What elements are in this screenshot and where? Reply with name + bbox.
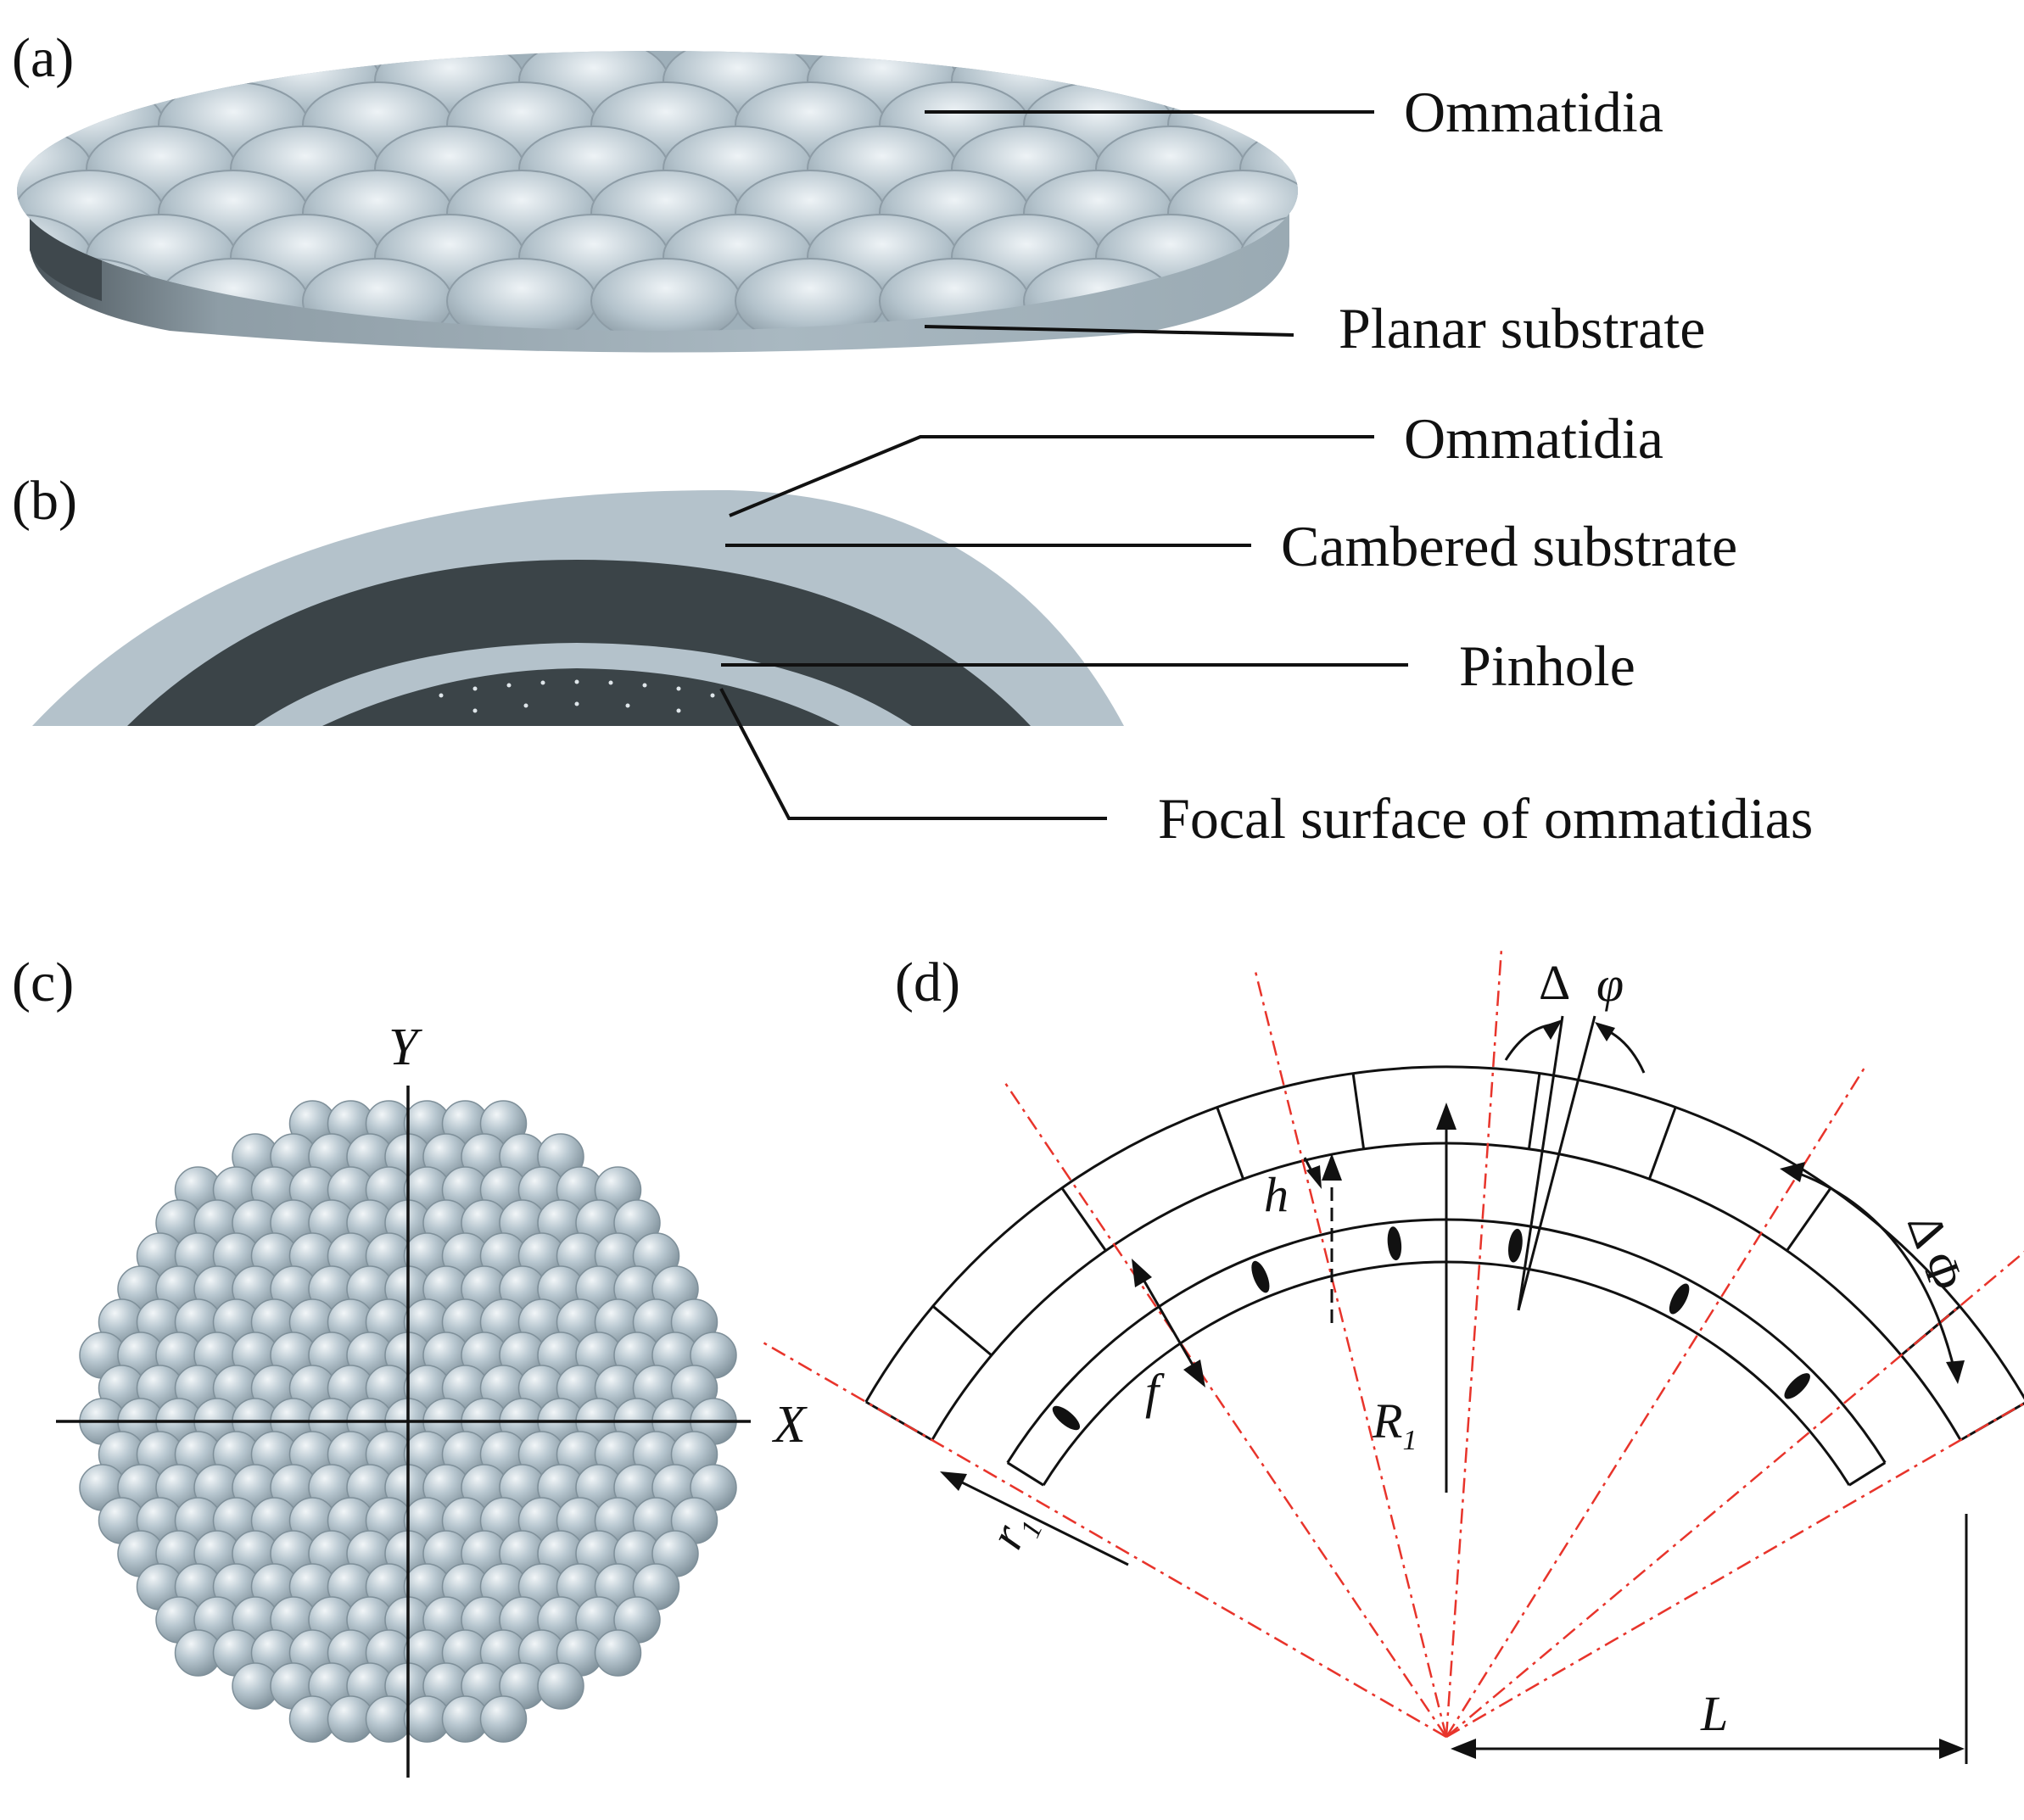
arrowhead bbox=[1322, 1153, 1342, 1181]
leader-line-focal-surface bbox=[719, 688, 1107, 820]
pinhole-mark bbox=[1669, 1283, 1690, 1315]
pinhole-layer-end-left bbox=[1006, 1461, 1044, 1487]
symbol-h: h bbox=[1264, 1167, 1289, 1222]
lens-unit bbox=[479, 1695, 528, 1743]
lens-boundary bbox=[1527, 1073, 1541, 1150]
ommatidium-dome bbox=[1456, 170, 1606, 255]
panel-label-b: (b) bbox=[12, 470, 77, 532]
callout-planar-substrate: Planar substrate bbox=[1339, 296, 1705, 360]
symbol-delta-big-phi: Δ Φ bbox=[1897, 1206, 1975, 1298]
arrowhead bbox=[940, 1471, 967, 1491]
arrowhead bbox=[1183, 1359, 1205, 1387]
lens-boundary bbox=[1647, 1107, 1677, 1180]
callouts-b bbox=[719, 435, 1408, 820]
callouts-a bbox=[924, 110, 1374, 337]
pinhole-mark bbox=[1508, 1228, 1523, 1263]
callout-ommatidia-a: Ommatidia bbox=[1404, 80, 1663, 144]
axis-label-y: Y bbox=[389, 1019, 422, 1076]
lens-radius-r1-line bbox=[948, 1474, 1129, 1566]
radial-guide-line bbox=[1445, 1067, 1865, 1738]
callout-ommatidia-b: Ommatidia bbox=[1404, 406, 1663, 471]
leader-line-substrate-a bbox=[924, 325, 1294, 337]
arrowhead bbox=[1595, 1022, 1615, 1041]
lens-boundary bbox=[1216, 1107, 1245, 1180]
lens-boundary bbox=[1786, 1187, 1832, 1252]
arrowhead bbox=[1436, 1103, 1456, 1130]
arrowhead bbox=[1451, 1739, 1476, 1759]
ommatidium-dome bbox=[17, 81, 20, 168]
panel-label-a: (a) bbox=[12, 27, 74, 89]
pinhole-layer-end-right bbox=[1848, 1461, 1887, 1487]
radial-guide-line bbox=[1004, 1082, 1448, 1738]
lens-boundary bbox=[1351, 1073, 1366, 1150]
arrowhead bbox=[1780, 1162, 1805, 1182]
leader-line-ommatidia-b bbox=[729, 435, 1374, 517]
arrowhead bbox=[1946, 1360, 1965, 1384]
arrowhead bbox=[1132, 1259, 1152, 1287]
symbol-f: f bbox=[1145, 1364, 1165, 1419]
panel-label-d: (d) bbox=[895, 952, 960, 1013]
ommatidium-dome bbox=[17, 170, 20, 256]
lens-boundary bbox=[1060, 1187, 1107, 1252]
symbol-r: r1 bbox=[978, 1503, 1049, 1560]
symbol-L: L bbox=[1700, 1686, 1728, 1741]
axis-label-x: X bbox=[771, 1396, 808, 1454]
pinhole-mark bbox=[1784, 1373, 1810, 1399]
lens-boundary bbox=[931, 1305, 992, 1357]
symbol-R: R1 bbox=[1372, 1393, 1417, 1456]
panel-label-c: (c) bbox=[12, 952, 74, 1013]
callout-pinhole: Pinhole bbox=[1459, 634, 1635, 698]
lens-unit bbox=[537, 1662, 584, 1710]
radial-guide-line bbox=[1254, 971, 1448, 1738]
arrowhead bbox=[1306, 1165, 1322, 1189]
pinhole-mark bbox=[1251, 1260, 1270, 1293]
focal-length-arrow bbox=[1135, 1267, 1202, 1379]
ommatidium-dome bbox=[17, 258, 20, 331]
inter-ommatidial-angle-arc bbox=[1789, 1169, 1957, 1375]
pinhole-mark bbox=[1387, 1226, 1402, 1261]
ommatidium-dome bbox=[1312, 170, 1462, 255]
geometry-diagram bbox=[762, 950, 2024, 1764]
radial-guide-line bbox=[1445, 1402, 2024, 1739]
cambered-compound-eye-model bbox=[32, 489, 1124, 726]
symbol-delta-small-phi: φ bbox=[1596, 957, 1624, 1012]
ommatidia-array-top-view bbox=[79, 1100, 737, 1743]
radial-guide-line bbox=[1445, 1250, 2024, 1738]
acceptance-line-right bbox=[1517, 1015, 1596, 1311]
arrowhead bbox=[1939, 1739, 1965, 1759]
lens-end-right bbox=[1960, 1402, 2024, 1442]
ommatidium-dome bbox=[1384, 215, 1534, 299]
pinhole-mark bbox=[1052, 1405, 1081, 1431]
arrowhead bbox=[1542, 1019, 1563, 1040]
pinhole-dots bbox=[439, 679, 715, 713]
radial-guide-line bbox=[762, 1341, 1447, 1739]
axes-c bbox=[56, 1086, 751, 1778]
acceptance-line-left bbox=[1517, 1015, 1564, 1311]
callout-cambered-substrate: Cambered substrate bbox=[1281, 514, 1737, 578]
radial-guide-line bbox=[1445, 950, 1503, 1738]
focal-surface bbox=[322, 668, 840, 726]
callout-focal-surface: Focal surface of ommatidias bbox=[1158, 786, 1813, 851]
symbol-delta-small-phi-delta: Δ bbox=[1539, 955, 1570, 1010]
lens-unit bbox=[594, 1629, 642, 1677]
